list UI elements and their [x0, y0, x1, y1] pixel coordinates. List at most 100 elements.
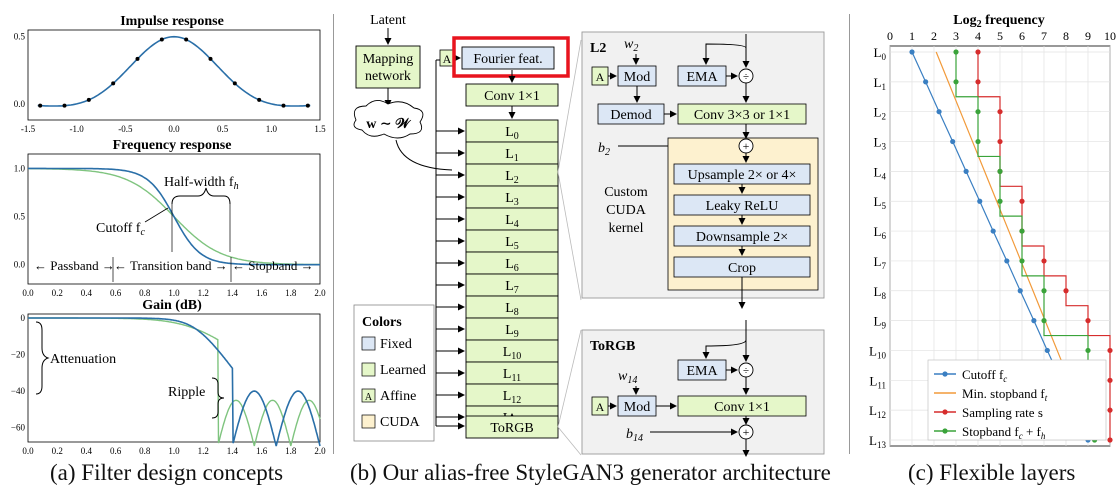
freq-xtick: 0.4 [81, 288, 93, 298]
series-point-0 [1004, 258, 1010, 264]
svg-text:+: + [743, 425, 750, 439]
legend-learned: Learned [380, 363, 426, 378]
frequency-curve [28, 167, 320, 266]
impulse-curve [37, 35, 311, 107]
impulse-sample-dot [62, 103, 67, 108]
gain-xtick: 1.0 [168, 446, 180, 456]
series-point-0 [990, 228, 996, 234]
impulse-xtick: 0.5 [217, 124, 229, 134]
svg-text:EMA: EMA [686, 70, 718, 85]
transition-label: ← Transition band → [114, 258, 228, 273]
y-tick-label: L2 [874, 105, 886, 122]
legend-fixed: Fixed [380, 337, 412, 352]
x-tick-label: 10 [1104, 29, 1116, 43]
freq-xtick: 1.8 [285, 288, 297, 298]
freq-xtick: 0.0 [22, 288, 34, 298]
legend-cuda: CUDA [380, 415, 421, 430]
series-point-0 [963, 168, 969, 174]
caption-a: (a) Filter design concepts [50, 460, 284, 485]
gain-xtick: 0.8 [139, 446, 151, 456]
impulse-sample-dot [281, 103, 286, 108]
torgb-detail-panel [581, 329, 825, 455]
y-tick-label: L8 [874, 284, 887, 301]
impulse-sample-dot [38, 103, 43, 108]
series-point-2 [997, 138, 1003, 145]
impulse-xtick: -1.0 [70, 124, 85, 134]
x-tick-label: 7 [1041, 29, 1047, 43]
y-tick-label: L12 [869, 403, 886, 420]
latent-label: Latent [370, 13, 406, 28]
series-point-0 [1031, 318, 1037, 324]
y-tick-label: L1 [874, 75, 886, 92]
series-point-0 [950, 138, 956, 145]
svg-text:A: A [365, 392, 373, 403]
impulse-axes [27, 29, 321, 121]
l2-detail-title: L2 [590, 41, 606, 56]
svg-text:Demod: Demod [610, 108, 651, 123]
series-point-3 [975, 109, 981, 115]
series-point-3 [1085, 347, 1091, 354]
x-tick-label: 1 [909, 29, 915, 43]
attenuation-brace [35, 321, 50, 395]
svg-text:Downsample 2×: Downsample 2× [696, 230, 788, 245]
y-tick-label: L9 [874, 314, 887, 331]
series-point-0 [923, 79, 929, 85]
cuda-label-3: kernel [609, 221, 644, 236]
l2-conv-box [677, 103, 807, 125]
halfwidth-label: Half-width fh [164, 175, 239, 192]
ripple-label: Ripple [168, 385, 205, 400]
freq-xtick: 1.6 [256, 288, 268, 298]
gain-xtick: 1.6 [256, 446, 268, 456]
layer-label-L10: L10 [503, 345, 522, 362]
impulse-sample-dot [111, 81, 116, 86]
halfwidth-brace [171, 187, 231, 205]
impulse-sample-dot [159, 37, 164, 42]
mapping-line1: Mapping [363, 52, 414, 67]
svg-text:Mod: Mod [624, 70, 650, 85]
series-point-0 [1017, 288, 1023, 294]
impulse-sample-dot [184, 37, 189, 42]
y-tick-label: L10 [869, 343, 886, 360]
impulse-sample-dot [257, 97, 262, 102]
gain-ytick: −20 [11, 350, 26, 360]
w-space-label: w ∼ 𝒲 [366, 116, 412, 132]
series-point-2 [1085, 318, 1091, 324]
series-point-3 [997, 198, 1003, 204]
chart-legend [927, 359, 1107, 441]
svg-text:A: A [443, 52, 452, 66]
series-point-0 [909, 49, 915, 55]
series-point-3 [1041, 318, 1047, 324]
caption-c: (c) Flexible layers [908, 460, 1076, 485]
series-point-2 [997, 109, 1003, 115]
l2-b-label: b2 [598, 141, 610, 158]
series-point-3 [1041, 288, 1047, 294]
freq-ytick: 0.5 [14, 212, 26, 222]
gain-ytick: −60 [11, 423, 26, 433]
impulse-xtick: -1.5 [21, 124, 36, 134]
series-point-2 [1041, 258, 1047, 264]
svg-text:EMA: EMA [686, 364, 718, 379]
impulse-sample-dot [208, 56, 213, 61]
gain-curve-alt [28, 317, 321, 447]
legend-label-1: Min. stopband ft [962, 386, 1048, 403]
passband-label: ← Passband → [34, 258, 115, 273]
torgb-label: ToRGB [490, 421, 533, 436]
impulse-sample-dot [135, 56, 140, 61]
legend-label-3: Stopband fc + fh [962, 424, 1046, 441]
layer-label-L8: L8 [505, 301, 519, 318]
series-point-2 [1107, 347, 1113, 354]
svg-text:÷: ÷ [743, 71, 749, 83]
gain-xtick: 1.4 [227, 446, 239, 456]
svg-text:Crop: Crop [728, 261, 756, 276]
gain-xtick: 2.0 [314, 446, 326, 456]
y-tick-label: L11 [869, 373, 886, 390]
svg-text:Conv 1×1: Conv 1×1 [714, 400, 770, 415]
gain-title: Gain (dB) [142, 298, 202, 313]
series-point-2 [1107, 377, 1113, 383]
x-tick-label: 5 [997, 29, 1003, 43]
y-tick-label: L3 [874, 135, 887, 152]
gain-curve [28, 317, 321, 447]
layer-label-L0: L0 [505, 125, 519, 142]
